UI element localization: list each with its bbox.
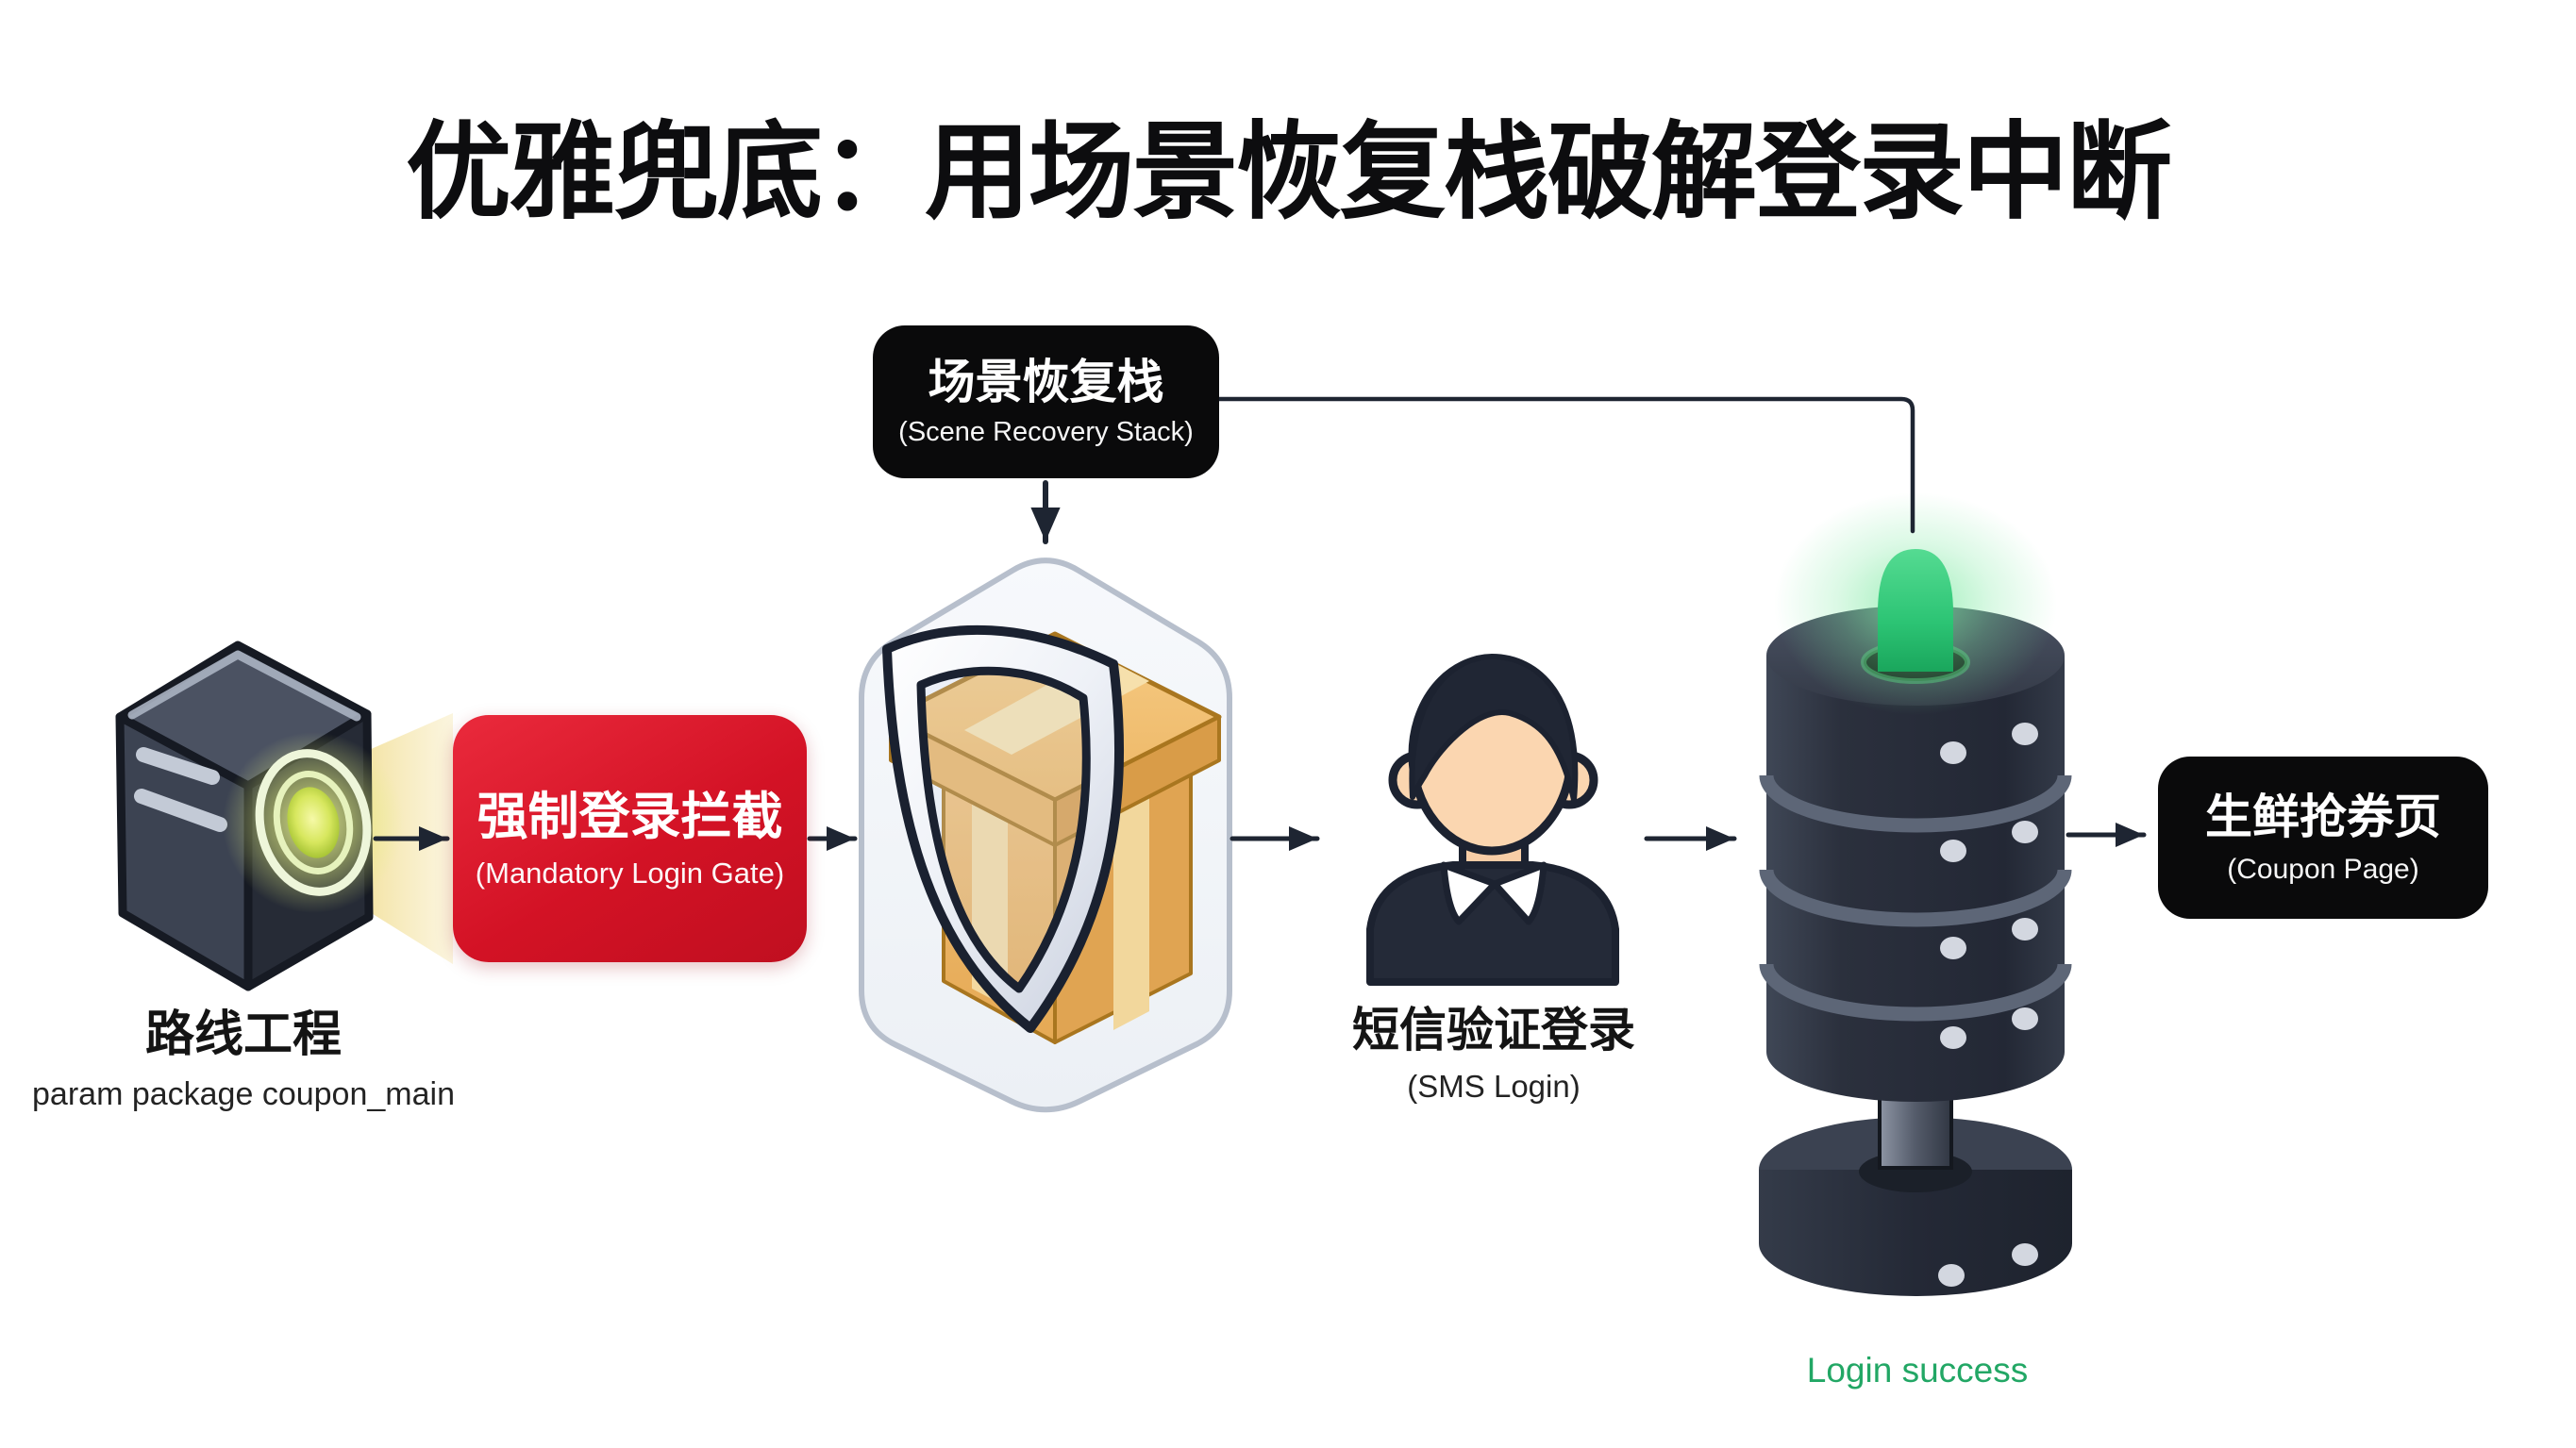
scene-stack-label: 场景恢复栈 bbox=[928, 356, 1164, 409]
node-coupon-page: 生鲜抢券页 (Coupon Page) bbox=[2158, 757, 2488, 919]
sms-login-sublabel: (SMS Login) bbox=[1407, 1068, 1581, 1104]
led-icon bbox=[1774, 492, 2057, 715]
database-stack-icon bbox=[1759, 492, 2072, 1296]
scene-stack-sublabel: (Scene Recovery Stack) bbox=[898, 416, 1194, 447]
flow-connectors bbox=[373, 396, 2147, 852]
caption-sms-login: 短信验证登录 (SMS Login) bbox=[1305, 1004, 1682, 1104]
sms-login-label: 短信验证登录 bbox=[1352, 1004, 1635, 1057]
user-icon bbox=[1366, 654, 1619, 986]
coupon-page-sublabel: (Coupon Page) bbox=[2227, 854, 2419, 886]
login-success-status: Login success bbox=[1806, 1351, 2029, 1390]
login-gate-sublabel: (Mandatory Login Gate) bbox=[475, 857, 785, 890]
coupon-page-label: 生鲜抢券页 bbox=[2205, 790, 2441, 843]
line-scene-to-stack bbox=[1216, 396, 1915, 534]
node-mandatory-login-gate: 强制登录拦截 (Mandatory Login Gate) bbox=[453, 715, 807, 962]
route-engine-label: 路线工程 bbox=[144, 1007, 342, 1062]
shield-package-icon bbox=[882, 624, 1222, 1044]
server-icon bbox=[115, 641, 404, 991]
page-title: 优雅兜底：用场景恢复栈破解登录中断 bbox=[406, 113, 2172, 231]
caption-route-engine: 路线工程 param package coupon_main bbox=[26, 1007, 460, 1112]
login-gate-label: 强制登录拦截 bbox=[477, 788, 783, 845]
route-engine-sublabel: param package coupon_main bbox=[32, 1075, 455, 1112]
node-scene-recovery-stack: 场景恢复栈 (Scene Recovery Stack) bbox=[873, 325, 1219, 478]
